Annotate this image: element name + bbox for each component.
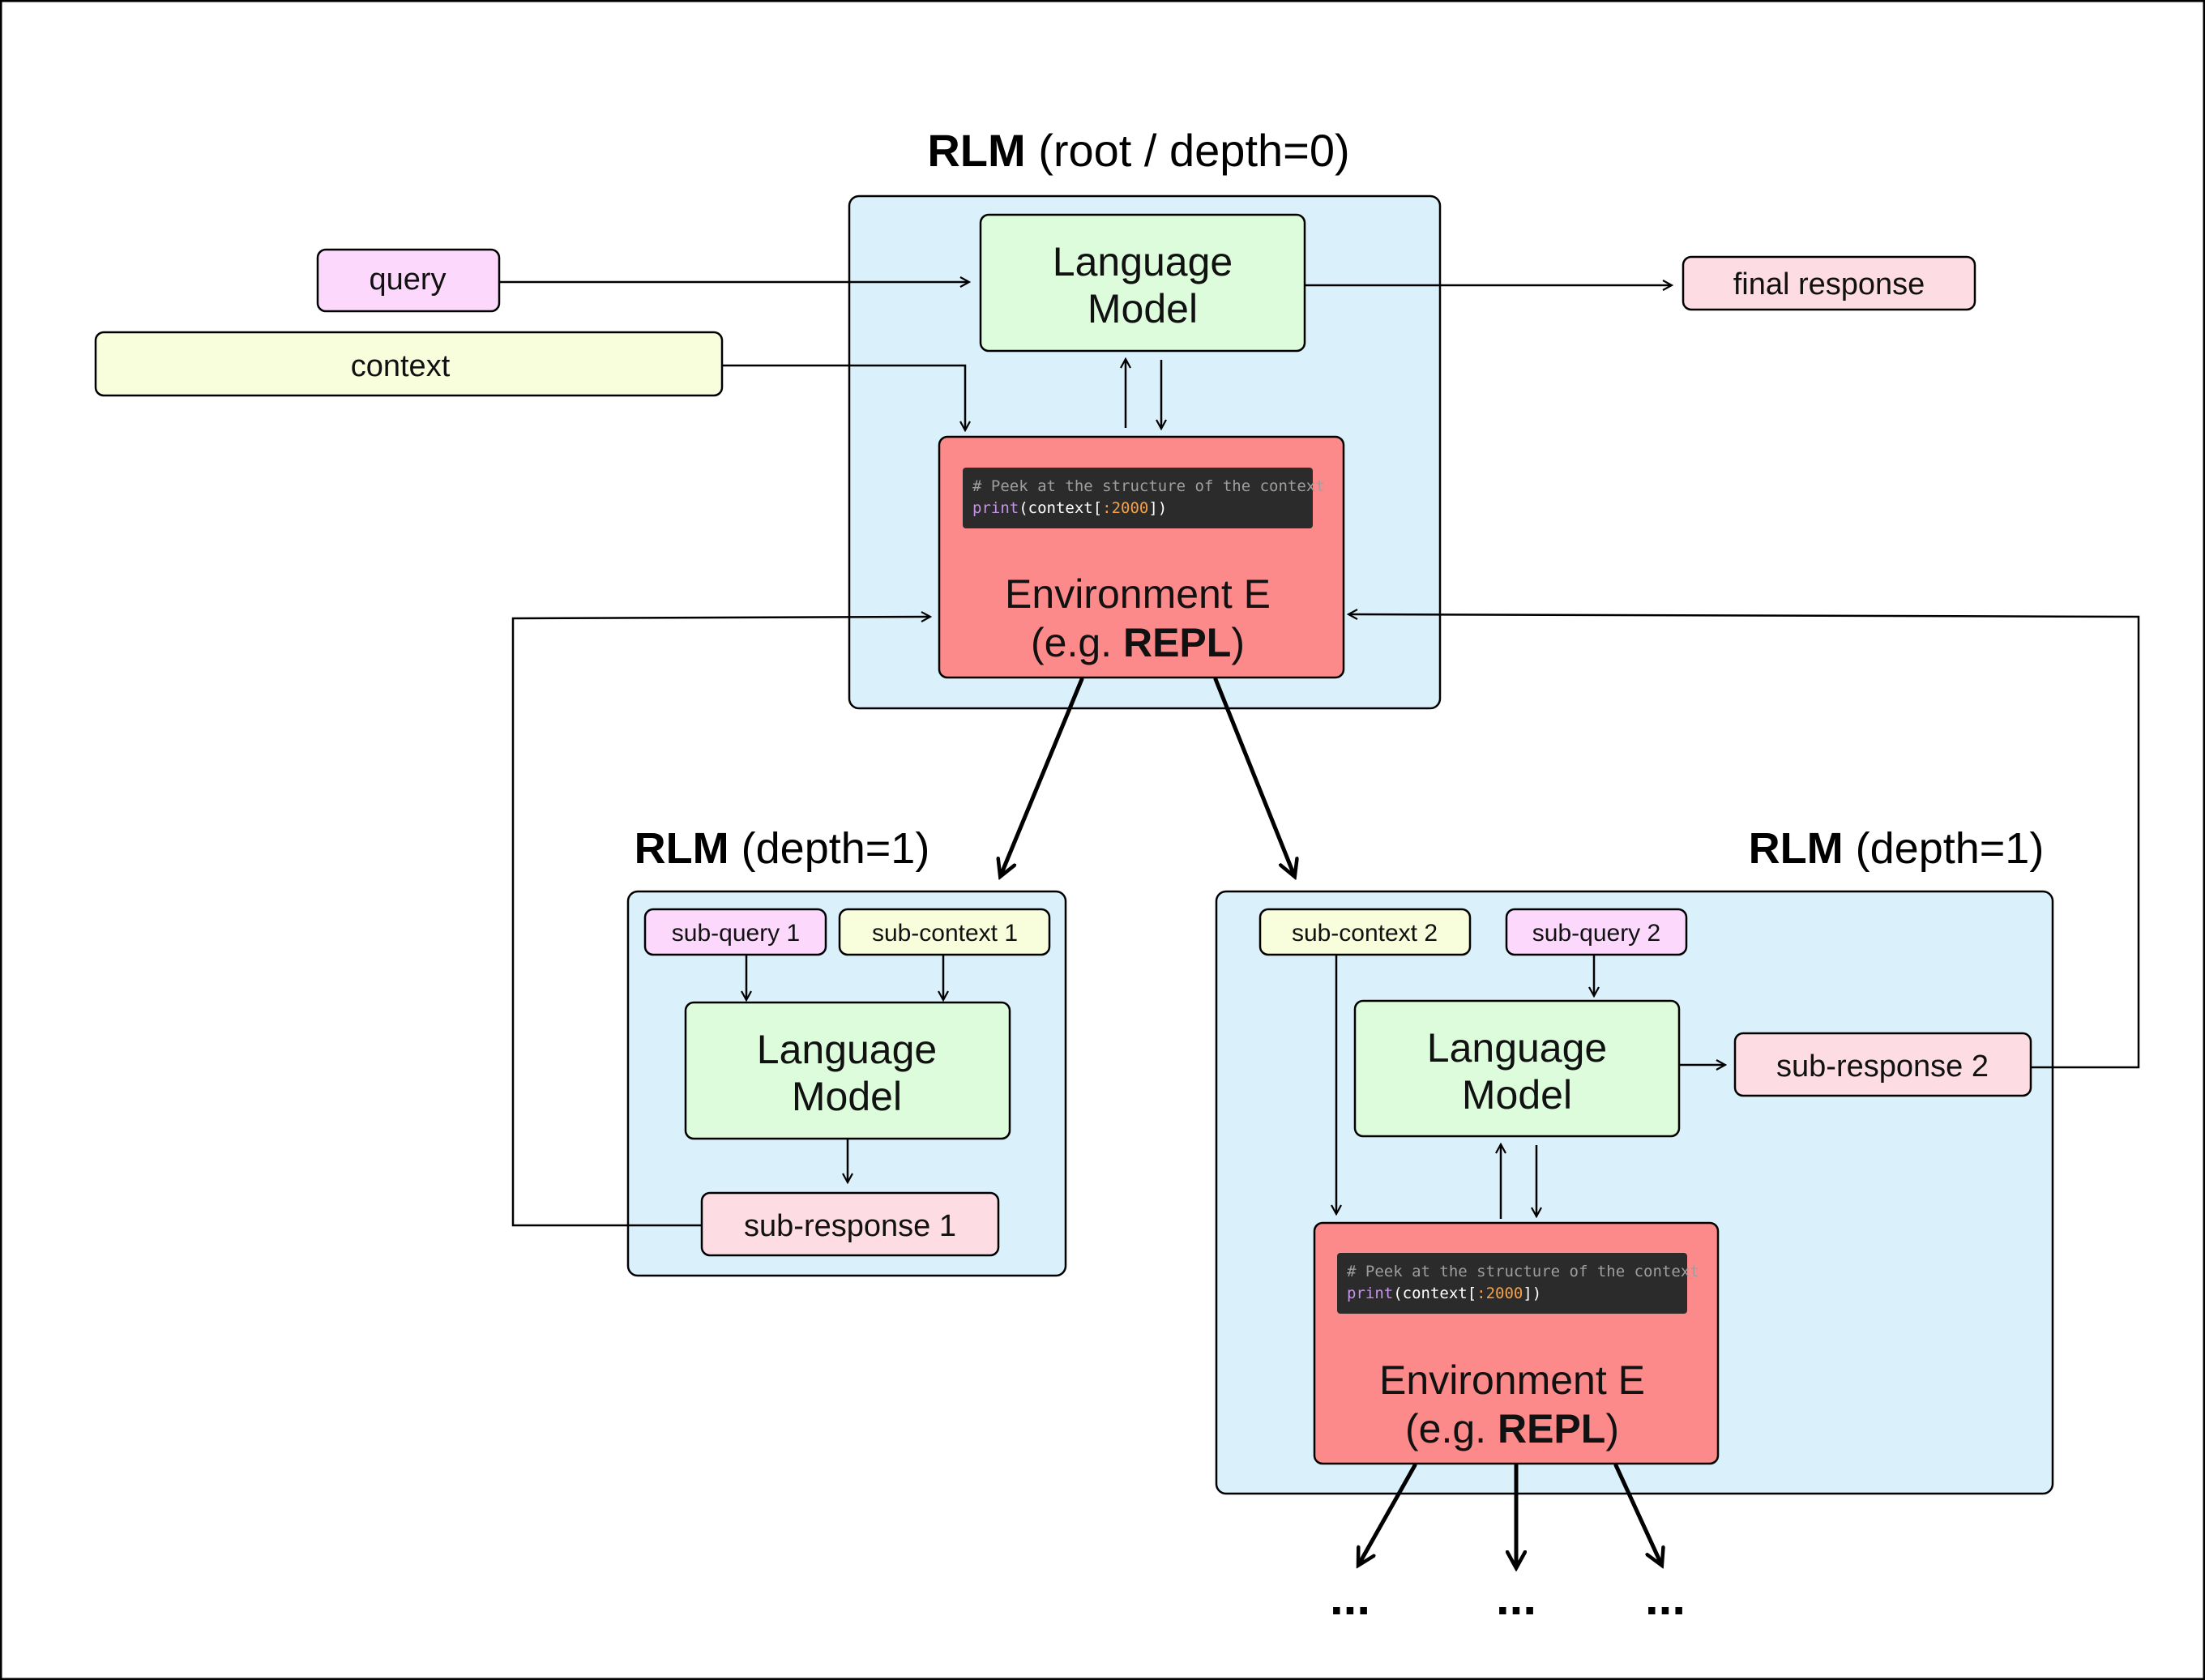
right-environment: # Peek at the structure of the context p… [1313,1221,1720,1465]
left-response-feedback-arrow [511,617,929,1227]
right-lm-line1: Language [1427,1025,1607,1071]
right-env-line1: Environment E [1379,1357,1645,1403]
right-code-block [1337,1253,1687,1314]
right-env-child-arrow-1 [1359,1463,1417,1564]
ellipsis-3: ... [1645,1571,1686,1625]
root-to-left-child-arrow [1001,677,1084,875]
right-language-model: Language Model [1353,999,1681,1138]
query-box: query [316,248,501,313]
root-lm-line1: Language [1053,239,1233,284]
root-env-line2: (e.g. REPL) [1031,620,1245,665]
right-sub-response-label: sub-response 2 [1776,1049,1989,1084]
left-sub-context-label: sub-context 1 [872,920,1018,947]
context-label: context [351,349,451,383]
right-code-comment: # Peek at the structure of the context [1347,1263,1699,1280]
root-code-block [963,468,1313,528]
root-code-comment: # Peek at the structure of the context [972,477,1325,495]
ellipsis-1: ... [1330,1571,1370,1625]
root-environment: # Peek at the structure of the context p… [938,435,1345,679]
right-sub-query-label: sub-query 2 [1532,920,1660,947]
left-sub-query-label: sub-query 1 [672,920,800,947]
root-env-line1: Environment E [1005,571,1271,617]
right-sub-context-label: sub-context 2 [1292,920,1438,947]
query-label: query [369,263,446,297]
right-env-line2: (e.g. REPL) [1405,1406,1619,1451]
right-code-line: print(context[:2000]) [1347,1285,1541,1302]
right-rlm-title: RLM (depth=1) [1749,824,2045,873]
left-lm-line1: Language [757,1027,937,1072]
context-box: context [94,331,724,397]
final-response-label: final response [1733,267,1925,301]
root-code-line: print(context[:2000]) [972,499,1167,517]
root-lm-line2: Model [1088,286,1198,331]
root-rlm-title: RLM (root / depth=0) [927,125,1349,176]
left-sub-response-label: sub-response 1 [744,1209,956,1243]
right-sub-context-box: sub-context 2 [1258,908,1472,956]
root-language-model: Language Model [979,213,1306,353]
right-response-feedback-arrow [1349,614,2140,1069]
ellipsis-2: ... [1496,1571,1536,1625]
right-sub-query-box: sub-query 2 [1505,908,1688,956]
left-rlm-title: RLM (depth=1) [635,824,930,873]
root-to-right-child-arrow [1213,677,1294,875]
left-language-model: Language Model [684,1001,1011,1140]
right-lm-line2: Model [1462,1072,1572,1118]
context-to-env-arrow [722,364,965,430]
right-sub-response-box: sub-response 2 [1733,1032,2032,1097]
final-response-box: final response [1682,255,1976,311]
left-sub-context-box: sub-context 1 [838,908,1051,956]
right-env-child-arrow-3 [1613,1463,1661,1564]
left-lm-line2: Model [792,1074,902,1119]
left-sub-response-box: sub-response 1 [700,1191,1000,1257]
left-sub-query-box: sub-query 1 [643,908,827,956]
